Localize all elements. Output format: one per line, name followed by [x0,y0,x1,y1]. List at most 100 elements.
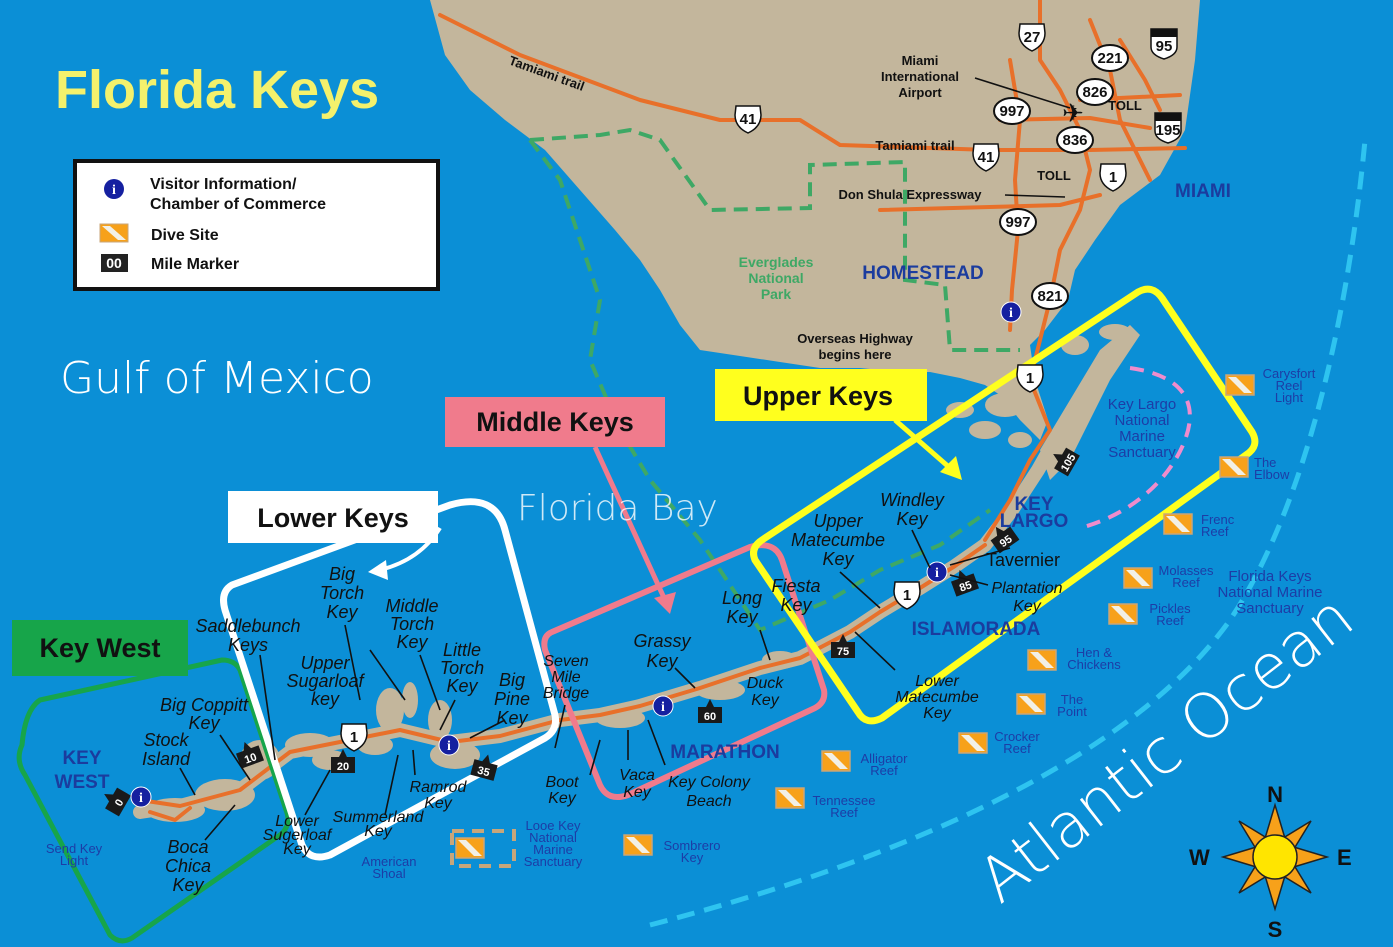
label-line: Overseas Highway [797,331,913,346]
label-line: Pickles [1149,601,1191,616]
label-line: Alligator [861,751,909,766]
info-icon-glyph: i [935,566,939,581]
label-line: KEY [62,748,101,769]
label-line: Long [722,588,762,608]
label-line: Big [329,564,355,584]
mile-marker-number: 10 [243,751,259,766]
label-tamiami-2: Tamiami trail [875,138,954,153]
label-line: Shoal [372,866,405,881]
label-line: Vaca [619,767,655,784]
label-line: Sugerloaf [263,827,333,844]
label-line: Windley [880,490,945,510]
label-line: Middle [385,596,438,616]
label-line: National [748,270,803,286]
label-line: Big [499,670,525,690]
us-route-shield: 1 [893,581,921,610]
dive-flag-icon [1016,693,1046,715]
shield-number: 821 [1037,288,1062,305]
label-line: Upper [300,653,350,673]
label-line: Seven [543,653,588,670]
label-line: Don Shula Expressway [838,187,982,202]
shield-number: 1 [1026,370,1034,387]
label-line: Sugarloaf [286,671,365,691]
legend-info-line2: Chamber of Commerce [150,196,326,213]
info-icon: i [926,561,948,583]
label-line: Sanctuary [524,854,583,869]
dive-flag-icon [455,837,485,859]
mile-marker-number: 60 [704,711,716,723]
shield-number: 826 [1082,84,1107,101]
mile-marker: 20 [331,749,355,773]
info-icon-glyph: i [447,739,451,754]
label-line: National [529,830,577,845]
key-west-region-outline [16,657,291,944]
region-label-middle-keys: Middle Keys [445,397,665,447]
region-label-key-west: Key West [12,620,188,676]
label-line: Torch [390,614,434,634]
label-line: International [881,69,959,84]
dive-flag-icon [1123,567,1153,589]
mile-marker-number: 0 [113,797,126,808]
dive-flag-icon [1163,513,1193,535]
label-line: MARATHON [670,742,779,763]
label-line: Reef [830,805,858,820]
label-toll-2: TOLL [1037,168,1071,183]
region-key-west-text: Key West [39,633,160,663]
label-line: Torch [320,583,364,603]
compass-rose: N E S W [1189,782,1352,942]
label-line: Sombrero [663,838,720,853]
dive-flag-icon [1027,649,1057,671]
label-line: Key [822,549,854,569]
label-line: Key [1013,598,1042,615]
roads [138,0,1187,822]
state-route-shield: 997 [993,97,1031,125]
dive-flag-icon [1108,603,1138,625]
label-don-shula: Don Shula Expressway [838,187,982,202]
mile-marker: 85 [950,569,980,597]
label-line: Saddlebunch [195,616,300,636]
looe-key-boundary [450,829,516,868]
interstate-route-shield: 95 [1150,28,1178,60]
label-hen: Hen &Chickens [1067,645,1121,672]
label-line: Key [283,841,312,858]
upper-keys-region-outline [750,285,1259,725]
info-icon: i [130,786,152,808]
legend-dive-site: Dive Site [151,227,219,244]
label-line: Everglades [739,254,814,270]
label-line: Duck [747,675,784,692]
dive-flag-icon [1219,456,1249,478]
shield-number: 95 [1156,38,1173,55]
label-line: Looe Key [526,818,581,833]
label-line: Key [172,875,204,895]
label-line: Park [761,286,792,302]
mile-marker: 10 [235,741,265,769]
label-line: Key [623,784,652,801]
region-middle-keys-text: Middle Keys [476,407,634,437]
state-route-shield: 221 [1091,44,1129,72]
label-line: Reel [1276,378,1303,393]
mile-marker: 95 [990,526,1020,554]
label-line: Little [443,640,481,660]
label-line: Upper [813,511,863,531]
state-route-shield: 997 [999,208,1037,236]
shield-number: 221 [1097,50,1122,67]
mile-marker-icon-text: 00 [106,255,122,271]
label-line: Key [396,632,428,652]
